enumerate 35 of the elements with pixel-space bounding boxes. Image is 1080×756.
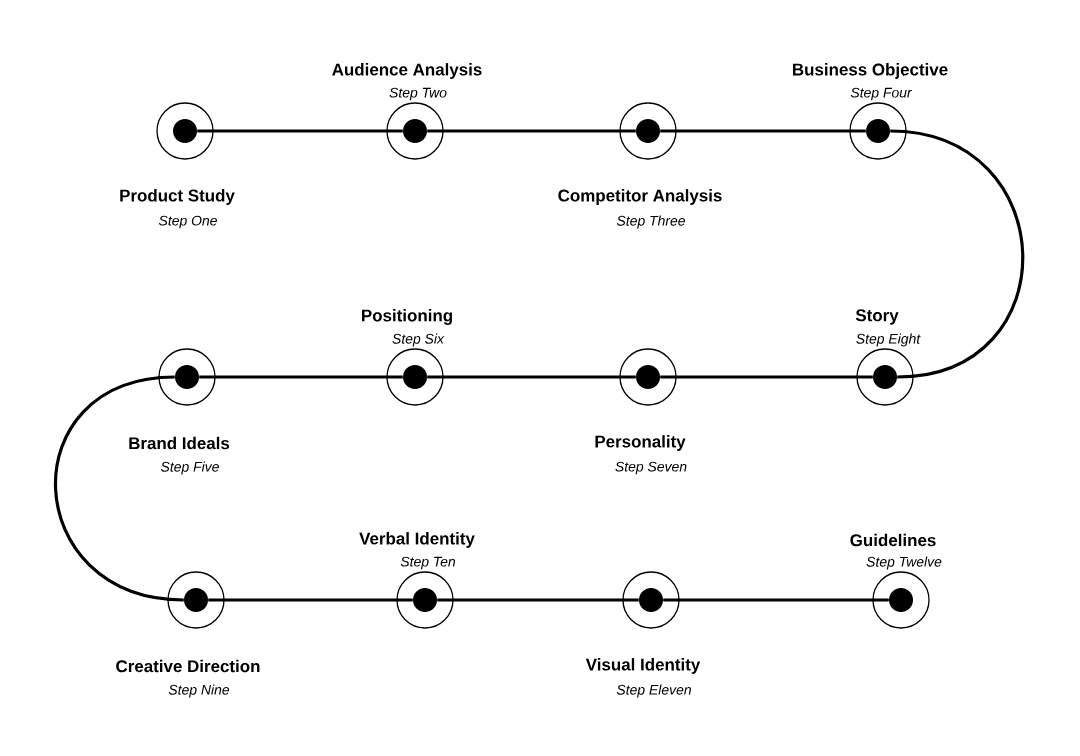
- step-title: Business Objective: [793, 63, 948, 79]
- step-title: Creative Direction: [116, 659, 260, 673]
- step-label: Step Seven: [615, 461, 687, 475]
- connector-line: [660, 129, 866, 133]
- step-title: Audience Analysis: [332, 63, 482, 79]
- connector-line: [437, 598, 639, 602]
- step-title: Guidelines: [850, 533, 936, 547]
- connector-line: [54, 375, 184, 602]
- step-title: Competitor Analysis: [558, 189, 722, 205]
- step-label: Step Five: [160, 461, 219, 475]
- step-label: Step Eleven: [616, 684, 691, 698]
- step-title: Verbal Identity: [359, 532, 475, 548]
- step-title: Story: [855, 309, 899, 325]
- step-label: Step Six: [392, 333, 445, 347]
- connector-line: [660, 375, 873, 379]
- step-label: Step One: [158, 215, 217, 229]
- connector-line: [427, 375, 636, 379]
- step-title: Positioning: [362, 309, 452, 325]
- step-label: Step Ten: [400, 556, 456, 570]
- connector-line: [663, 598, 889, 602]
- step-title: Visual Identity: [585, 658, 701, 674]
- step-label: Step Nine: [168, 684, 230, 698]
- connector-line: [890, 129, 1025, 379]
- step-label: Step Two: [389, 87, 447, 101]
- step-title: Brand Ideals: [129, 436, 230, 450]
- connector-line: [427, 129, 636, 133]
- step-label: Step Eight: [856, 333, 921, 347]
- connector-line: [197, 129, 403, 133]
- connector-line: [199, 375, 403, 379]
- step-label: Step Three: [616, 215, 685, 229]
- step-title: Product Study: [120, 189, 235, 205]
- step-label: Step Four: [850, 87, 913, 101]
- connector-line: [208, 598, 413, 602]
- step-label: Step Twelve: [866, 556, 942, 570]
- step-title: Personality: [595, 435, 686, 451]
